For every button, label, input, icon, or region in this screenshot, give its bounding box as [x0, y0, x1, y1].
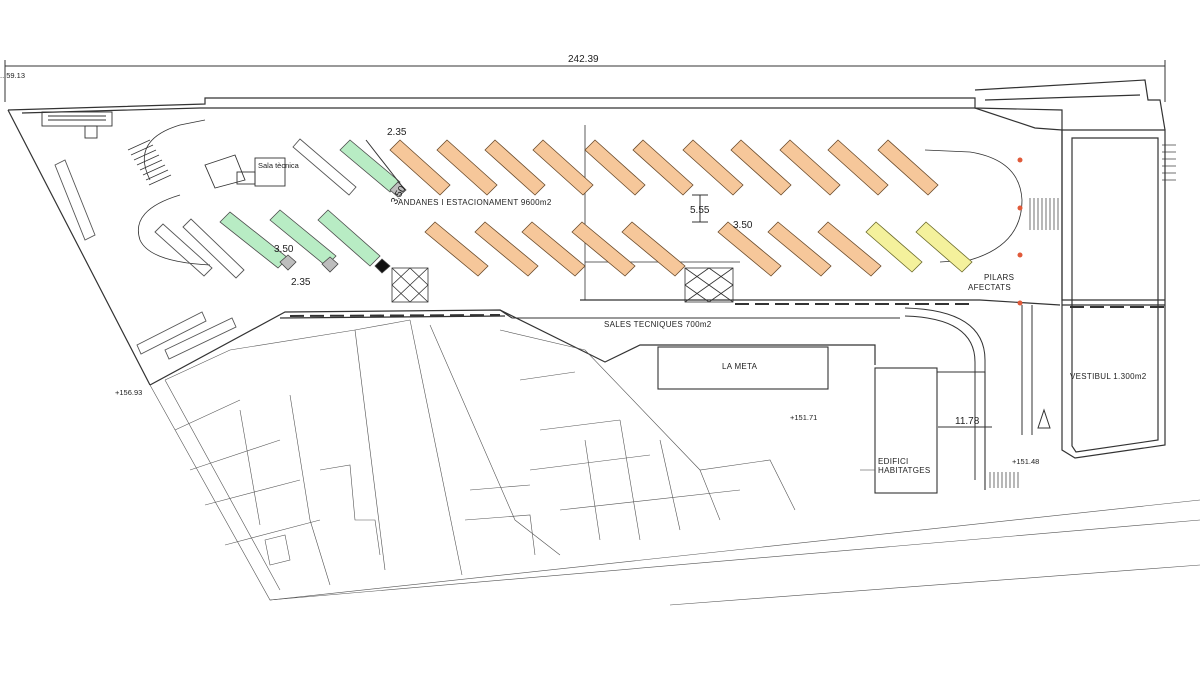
- platforms-label: ANDANES I ESTACIONAMENT 9600m2: [398, 198, 552, 207]
- green-bus: [339, 139, 401, 193]
- orange-bus: [767, 221, 832, 277]
- housing-label-2: HABITATGES: [878, 466, 931, 475]
- dim-aisle: 5.55: [690, 205, 710, 216]
- pillars-label-1: PILARS: [984, 273, 1014, 282]
- orange-bus: [621, 221, 686, 277]
- dim-bay-width-left: 2.35: [291, 277, 311, 288]
- pillar-marker: [1017, 157, 1023, 163]
- overall-dimension: [4, 60, 1166, 102]
- level-right-label: +151.48: [1012, 457, 1039, 466]
- level-left-label: +156.93: [115, 388, 142, 397]
- left-level-label: ...59.13: [0, 71, 25, 80]
- bus-stub: [321, 256, 339, 273]
- level-meta-label: +151.71: [790, 413, 817, 422]
- access-road: [512, 307, 986, 480]
- orange-bus: [779, 139, 841, 196]
- orange-bus: [817, 221, 882, 277]
- yellow-bus: [865, 221, 923, 273]
- orange-bus: [532, 139, 594, 196]
- city-parcels: [149, 319, 1200, 606]
- station-boundary: [7, 79, 1166, 459]
- platform-loop: [138, 119, 1023, 300]
- green-bus-bays: [219, 139, 401, 269]
- dim-building: 11.78: [955, 416, 980, 427]
- technical-rooms-label: SALES TECNIQUES 700m2: [604, 320, 712, 329]
- orange-bus: [877, 139, 939, 196]
- bus-stubs: [279, 181, 407, 274]
- stairs-left: [127, 139, 172, 186]
- bus-stub: [374, 258, 391, 274]
- la-meta-label: LA META: [722, 362, 758, 371]
- stairs-right: [1029, 198, 1059, 230]
- bus-stub: [389, 181, 407, 198]
- yellow-bus: [915, 221, 973, 273]
- la-meta-building: [657, 346, 829, 390]
- pillars-label-2: AFECTATS: [968, 283, 1011, 292]
- orange-bus: [424, 221, 489, 277]
- dimension-markers: [365, 139, 992, 428]
- orange-bus: [389, 139, 451, 196]
- orange-bus: [827, 139, 889, 196]
- orange-bus: [632, 139, 694, 196]
- affected-pillars: [1017, 157, 1023, 306]
- small-room-label: Sala tècnica: [258, 161, 300, 170]
- orange-bus-row-top: [389, 139, 939, 196]
- pillar-marker: [1017, 252, 1023, 258]
- pillar-marker: [1017, 205, 1023, 211]
- orange-bus: [484, 139, 546, 196]
- dim-bay-width-top: 2.35: [387, 127, 407, 138]
- orange-bus: [436, 139, 498, 196]
- orange-bus: [474, 221, 539, 277]
- top-left-structures: [41, 111, 286, 189]
- dim-bay-angle-mid: 3.50: [733, 220, 753, 231]
- green-bus: [269, 209, 337, 267]
- yellow-bus-bays: [865, 221, 973, 273]
- overall-dimension-label: 242.39: [568, 54, 599, 65]
- green-bus: [317, 209, 381, 267]
- orange-bus: [521, 221, 586, 277]
- orange-bus: [717, 221, 782, 277]
- dashed-lines: [289, 303, 1165, 317]
- orange-bus: [682, 139, 744, 196]
- stairs-bottom: [989, 472, 1019, 488]
- lobby-label: VESTIBUL 1.300m2: [1070, 372, 1147, 381]
- housing-label-1: EDIFICI: [878, 457, 909, 466]
- lobby-details: [1021, 305, 1051, 435]
- dim-bay-angle-left: 3.50: [274, 244, 294, 255]
- bus-stub: [279, 254, 297, 271]
- left-bus-outlines: [54, 138, 357, 360]
- housing-building: [874, 367, 986, 494]
- orange-bus-row-bottom: [424, 221, 882, 277]
- orange-bus: [571, 221, 636, 277]
- orange-bus: [730, 139, 792, 196]
- stairs-top-right: [1162, 144, 1176, 181]
- orange-bus: [584, 139, 646, 196]
- pillar-marker: [1017, 300, 1023, 306]
- hatched-shafts: [391, 267, 734, 303]
